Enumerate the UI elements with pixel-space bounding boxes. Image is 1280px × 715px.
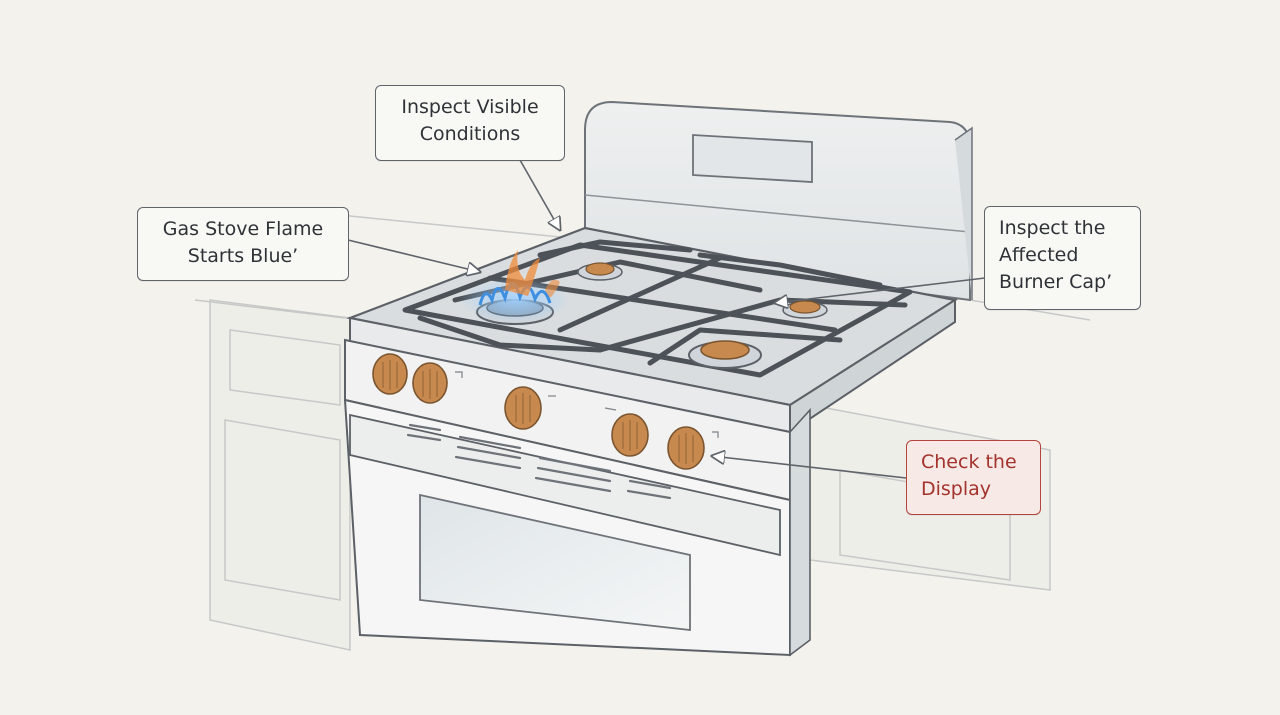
callout-check-display: Check the Display xyxy=(906,440,1041,515)
counter-left xyxy=(194,214,591,651)
burner-back-left-icon xyxy=(577,262,623,281)
knob-icon xyxy=(372,353,705,470)
callout-inspect-burner-cap: Inspect the Affected Burner Cap’ xyxy=(984,206,1141,310)
callout-flame-starts-blue: Gas Stove Flame Starts Blue’ xyxy=(137,207,349,281)
oven-body xyxy=(343,398,811,657)
leader-lines xyxy=(347,159,986,479)
callout-inspect-visible-conditions: Inspect Visible Conditions xyxy=(375,85,565,161)
burner-front-right-icon xyxy=(688,340,762,369)
knob-indicators xyxy=(455,371,719,438)
burner-back-right-icon xyxy=(782,300,828,319)
flame-icon xyxy=(460,250,570,322)
